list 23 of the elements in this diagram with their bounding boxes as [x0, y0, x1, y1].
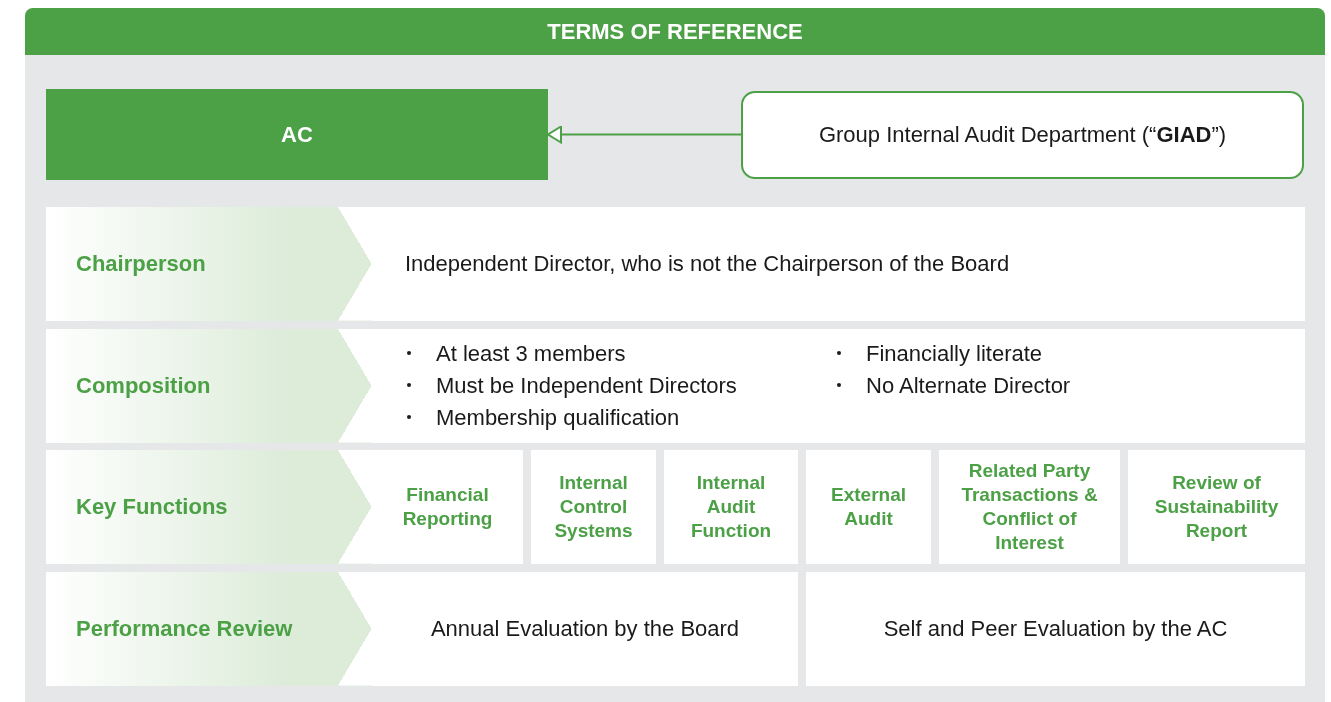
function-cell: Review of Sustainability Report: [1128, 450, 1305, 564]
arrow: [547, 125, 742, 144]
text-cell: Annual Evaluation by the Board: [372, 572, 798, 686]
list-item: Financially literate: [835, 340, 1135, 368]
row-heading: Performance Review: [46, 572, 372, 686]
text-cell: Self and Peer Evaluation by the AC: [806, 572, 1305, 686]
list-item: Must be Independent Directors: [405, 372, 835, 400]
department-box: Group Internal Audit Department (“GIAD”): [741, 91, 1304, 179]
function-cell: External Audit: [806, 450, 931, 564]
list-item: No Alternate Director: [835, 372, 1135, 400]
text-cell: Independent Director, who is not the Chairperson of the Board: [372, 207, 1305, 321]
list-cell: [372, 329, 1305, 443]
list-item: Membership qualification: [405, 404, 835, 432]
function-cell: Financial Reporting: [372, 450, 523, 564]
function-cell: Internal Control Systems: [531, 450, 656, 564]
row-heading: Composition: [46, 329, 372, 443]
title-bar: TERMS OF REFERENCE: [25, 8, 1325, 55]
row-heading: Chairperson: [46, 207, 372, 321]
function-cell: Internal Audit Function: [664, 450, 798, 564]
row-heading: Key Functions: [46, 450, 372, 564]
function-cell: Related Party Transactions & Conflict of Interest: [939, 450, 1120, 564]
list-item: At least 3 members: [405, 340, 835, 368]
committee-box: AC: [46, 89, 548, 180]
